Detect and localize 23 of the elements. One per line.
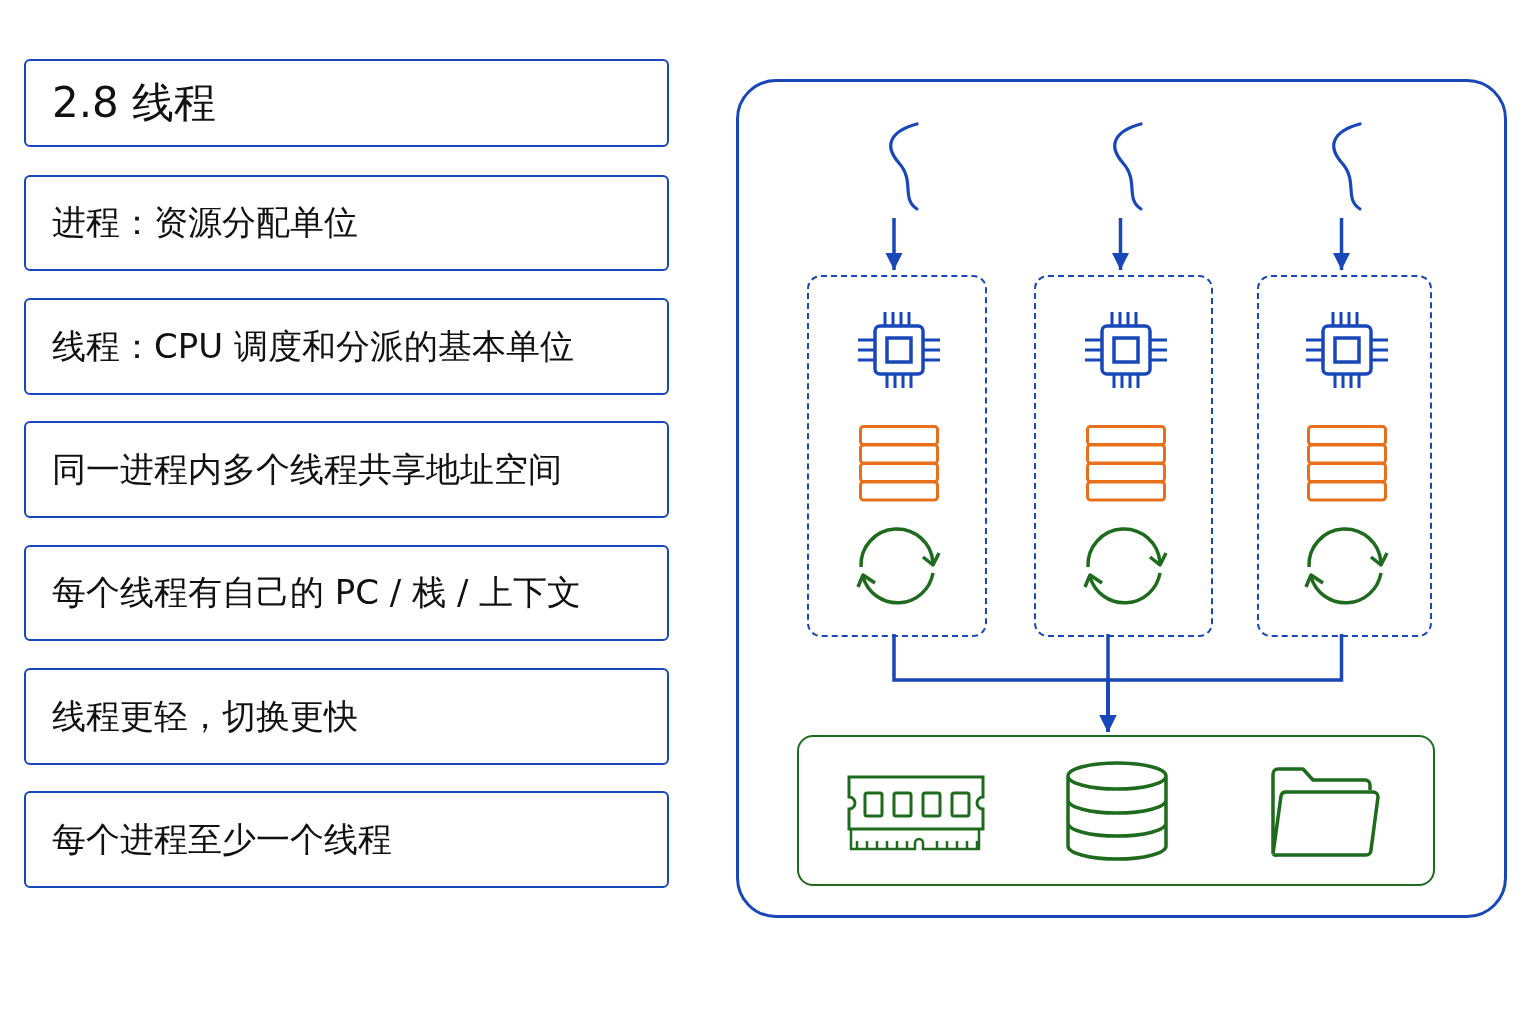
arrow [1332, 218, 1351, 270]
shared-resources-box [797, 735, 1435, 886]
statement-text: 线程更轻，切换更快 [52, 694, 358, 738]
arrow [1111, 218, 1130, 270]
process-container [736, 79, 1507, 918]
thread-box [1257, 275, 1432, 637]
text-box [24, 791, 669, 888]
text-box [24, 668, 669, 765]
text-box [24, 59, 669, 147]
section-heading: 2.8 线程 [52, 77, 217, 129]
statement-text: 线程：CPU 调度和分派的基本单位 [52, 324, 574, 368]
text-box [24, 545, 669, 641]
arrow [1099, 634, 1344, 732]
arrow [885, 218, 903, 270]
thread-box [807, 275, 987, 637]
statement-text: 进程：资源分配单位 [52, 201, 358, 244]
text-box [24, 175, 669, 271]
statement-text: 同一进程内多个线程共享地址空间 [52, 447, 562, 491]
statement-text: 每个线程有自己的 PC / 栈 / 上下文 [52, 571, 582, 614]
text-box [24, 298, 669, 395]
text-box [24, 421, 669, 518]
statement-text: 每个进程至少一个线程 [52, 817, 392, 861]
thread-box [1034, 275, 1213, 637]
